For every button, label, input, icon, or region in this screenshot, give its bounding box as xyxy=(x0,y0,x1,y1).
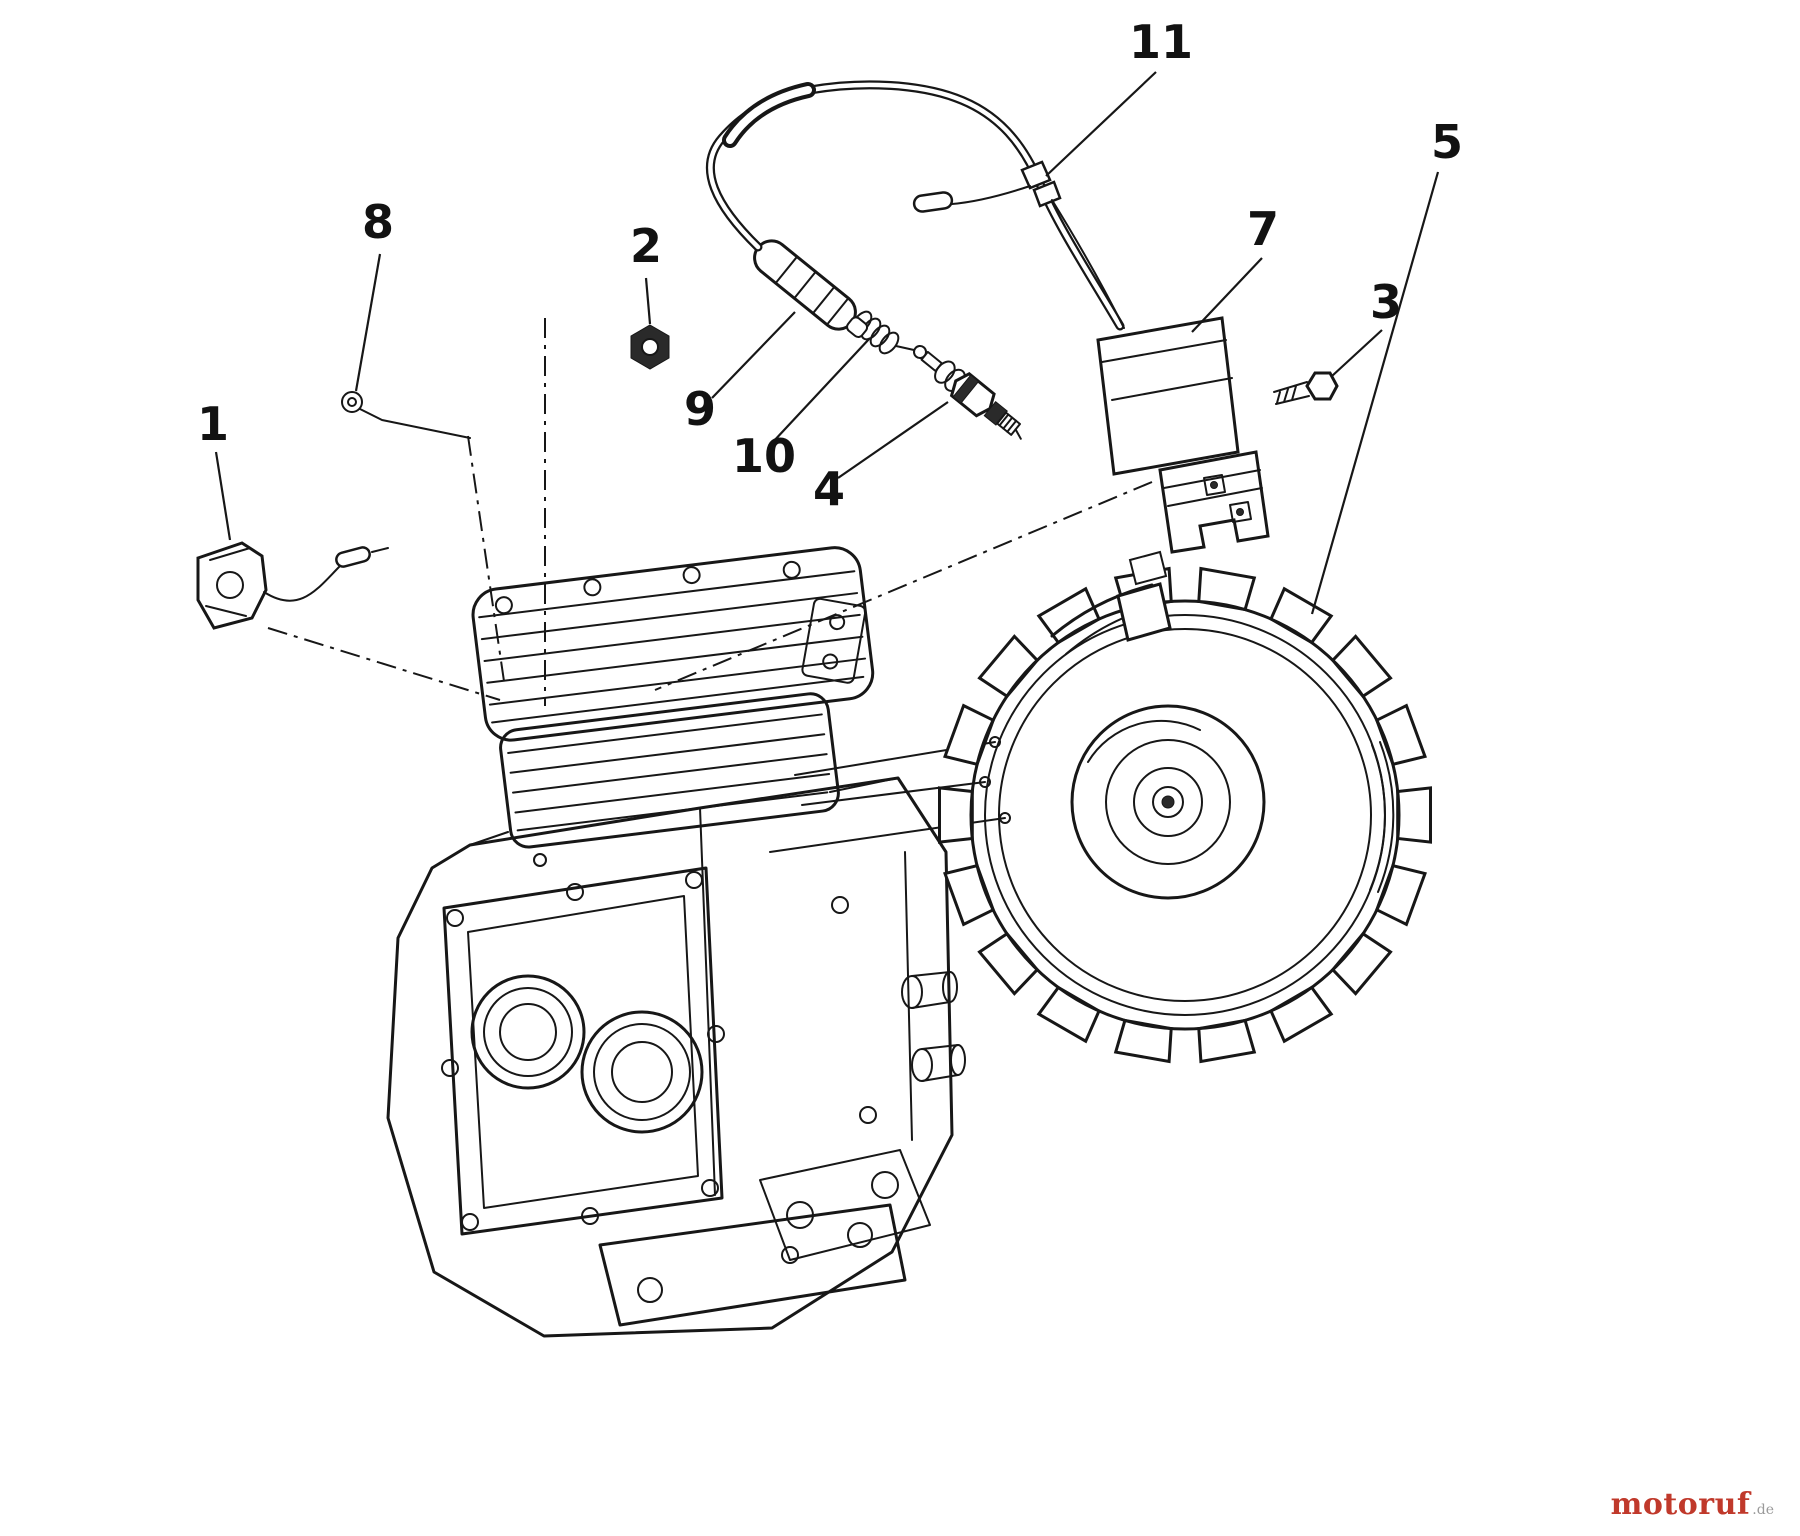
spark-plug xyxy=(913,345,1022,440)
wire-clamp xyxy=(1020,160,1062,208)
bolt-holes xyxy=(441,853,877,1264)
spark-plug-boot xyxy=(753,239,869,339)
callout-9: 9 xyxy=(684,382,716,436)
watermark-brand: motoruf xyxy=(1610,1487,1751,1522)
callout-3: 3 xyxy=(1370,275,1402,329)
watermark: motoruf .de xyxy=(1611,1487,1774,1522)
cylinder-head xyxy=(471,546,875,742)
flywheel xyxy=(938,550,1432,1064)
hex-nut xyxy=(630,324,670,370)
high-tension-wire xyxy=(705,80,1125,331)
ring-terminal xyxy=(341,391,471,439)
callout-10: 10 xyxy=(732,429,796,483)
watermark-suffix: .de xyxy=(1752,1502,1774,1518)
shroud-bracket xyxy=(801,597,867,684)
flywheel-magnet-band xyxy=(1050,550,1172,655)
callout-11: 11 xyxy=(1129,15,1193,69)
cylinder-barrel-fins xyxy=(499,692,840,849)
ignition-coil xyxy=(1096,316,1270,554)
callout-5: 5 xyxy=(1431,115,1463,169)
flywheel-fins xyxy=(938,566,1432,1064)
kill-wire xyxy=(912,185,1125,329)
callout-1: 1 xyxy=(197,397,229,451)
engine-block xyxy=(386,736,1011,1338)
construction-lines xyxy=(267,318,1153,706)
callout-7: 7 xyxy=(1247,202,1279,256)
stop-switch xyxy=(196,541,389,630)
callout-4: 4 xyxy=(813,462,845,516)
mounting-bolt xyxy=(1273,371,1339,405)
callout-2: 2 xyxy=(630,219,662,273)
callouts: 1 2 3 4 5 7 8 9 10 11 xyxy=(197,15,1463,516)
callout-8: 8 xyxy=(362,195,394,249)
leader-lines xyxy=(214,71,1440,615)
side-fittings xyxy=(901,971,966,1082)
